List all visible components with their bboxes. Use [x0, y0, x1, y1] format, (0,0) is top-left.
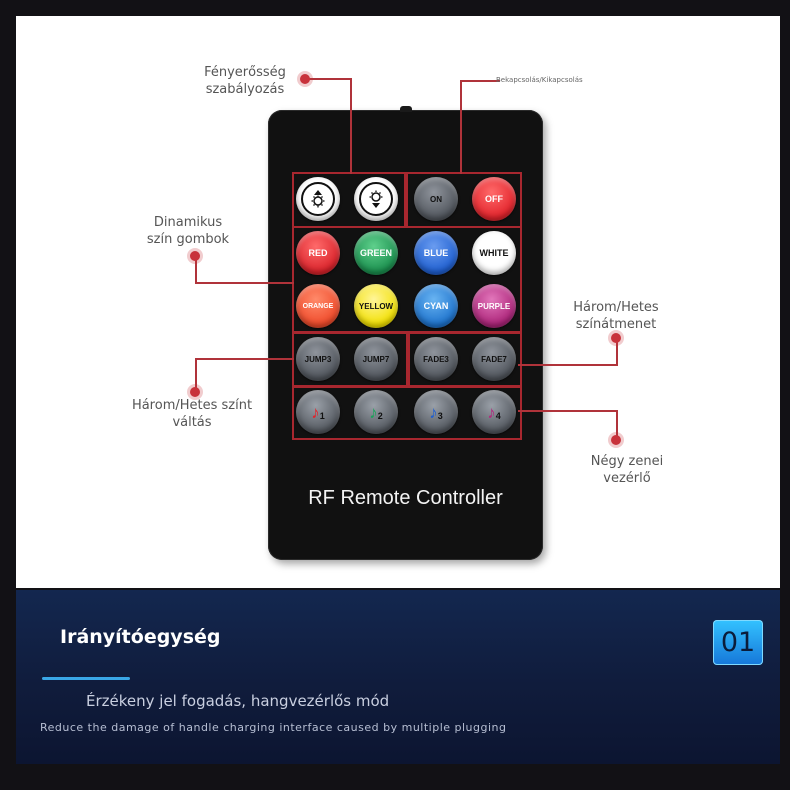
dynamic-marker: [190, 251, 200, 261]
brightness-leader-v: [350, 78, 352, 174]
remote-label: RF Remote Controller: [308, 487, 503, 509]
fade7-button[interactable]: FADE7: [472, 337, 516, 381]
footer-strip: [0, 764, 790, 790]
music-3-label: 3: [437, 410, 443, 421]
brightness-down-button[interactable]: [354, 177, 398, 221]
music-note-icon: ♪: [487, 402, 496, 422]
blue-button[interactable]: BLUE: [414, 231, 458, 275]
brightness-marker: [300, 74, 310, 84]
jump3-button[interactable]: JUMP3: [296, 337, 340, 381]
fade-marker: [611, 333, 621, 343]
music-note-icon: ♪: [429, 402, 438, 422]
dynamic-leader-h: [195, 282, 294, 284]
title-underline: [42, 677, 130, 680]
fade-leader-v: [616, 338, 618, 366]
fade3-button[interactable]: FADE3: [414, 337, 458, 381]
power-leader-v: [460, 80, 462, 174]
section-english-caption: Reduce the damage of handle charging int…: [40, 721, 507, 734]
info-panel: [16, 590, 780, 764]
music-group-outline: [292, 386, 522, 440]
brightness-down-icon: [359, 182, 393, 216]
brightness-leader-h: [308, 78, 352, 80]
music-note-icon: ♪: [369, 402, 378, 422]
red-button[interactable]: RED: [296, 231, 340, 275]
jump-callout: Három/Hetes színt váltás: [131, 398, 253, 430]
orange-button[interactable]: ORANGE: [296, 284, 340, 328]
music-callout: Négy zenei vezérlő: [590, 454, 664, 486]
music-1-label: 1: [319, 410, 325, 421]
music-leader-h: [518, 410, 618, 412]
power-callout: Bekapcsolás/Kikapcsolás: [496, 76, 583, 84]
brightness-callout: Fényerősség szabályozás: [204, 65, 286, 97]
music-note-icon: ♪: [311, 402, 320, 422]
jump-marker: [190, 387, 200, 397]
dynamic-leader-v: [195, 257, 197, 283]
jump7-button[interactable]: JUMP7: [354, 337, 398, 381]
music-4-label: 4: [495, 410, 501, 421]
power-leader-h: [460, 80, 500, 82]
music-2-label: 2: [377, 410, 383, 421]
brightness-up-button[interactable]: [296, 177, 340, 221]
yellow-button[interactable]: YELLOW: [354, 284, 398, 328]
green-button[interactable]: GREEN: [354, 231, 398, 275]
music-2-button[interactable]: ♪2: [354, 390, 398, 434]
music-4-button[interactable]: ♪4: [472, 390, 516, 434]
section-title: Irányítóegység: [60, 626, 221, 648]
on-button[interactable]: ON: [414, 177, 458, 221]
music-leader-v: [616, 410, 618, 440]
music-1-button[interactable]: ♪1: [296, 390, 340, 434]
jump-leader-v: [195, 358, 197, 392]
music-3-button[interactable]: ♪3: [414, 390, 458, 434]
brightness-up-icon: [301, 182, 335, 216]
off-button[interactable]: OFF: [472, 177, 516, 221]
section-subtitle: Érzékeny jel fogadás, hangvezérlős mód: [86, 692, 390, 710]
cyan-button[interactable]: CYAN: [414, 284, 458, 328]
music-marker: [611, 435, 621, 445]
section-number-badge: 01: [713, 620, 763, 665]
fade-callout: Három/Hetes színátmenet: [573, 300, 659, 332]
white-button[interactable]: WHITE: [472, 231, 516, 275]
jump-leader-h: [195, 358, 294, 360]
dynamic-callout: Dinamikus szín gombok: [146, 215, 230, 247]
fade-leader-h: [518, 364, 618, 366]
purple-button[interactable]: PURPLE: [472, 284, 516, 328]
